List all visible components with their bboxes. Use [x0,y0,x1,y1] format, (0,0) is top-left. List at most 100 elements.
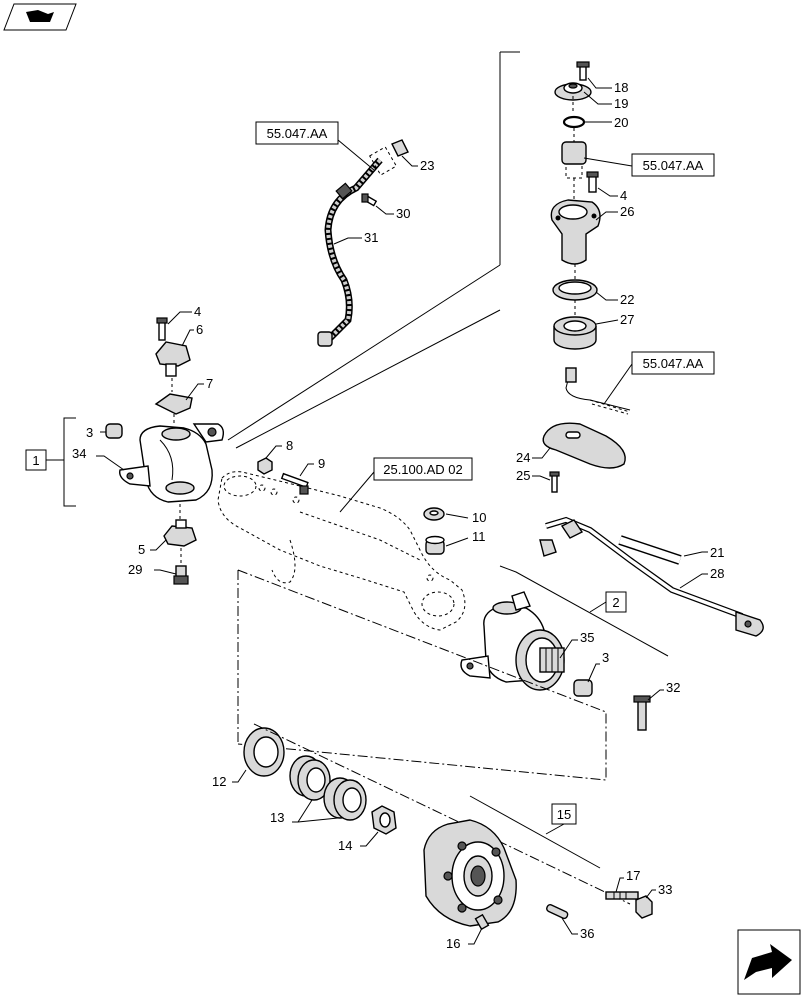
bolt-9 [280,472,309,495]
ref-box-axle[interactable]: 25.100.AD 02 [339,457,473,513]
ref-box-right-lower[interactable]: 55.047.AA [603,351,715,405]
label-30: 30 [375,205,410,221]
label-29: 29 [128,562,177,577]
label-24: 24 [516,447,551,465]
sensor-bracket-6 [155,341,191,377]
label-13: 13 [270,799,339,825]
svg-text:33: 33 [658,882,672,897]
svg-text:19: 19 [614,96,628,111]
svg-text:30: 30 [396,206,410,221]
clip-23 [391,139,409,157]
bushing-3-right [573,679,593,697]
sensor-housing-26 [550,199,601,265]
svg-text:27: 27 [620,312,634,327]
svg-text:2: 2 [612,595,619,610]
label-26: 26 [595,204,634,221]
hose-31 [317,146,397,347]
label-16: 16 [446,927,483,951]
axle-housing-ghost [217,471,466,631]
label-5: 5 [138,539,167,557]
centerline-knuckle [171,378,182,566]
nut-14 [371,805,397,835]
next-page-arrow-icon[interactable] [737,929,801,995]
label-33: 33 [645,882,672,899]
label-3-left: 3 [86,425,106,440]
label-21: 21 [683,545,724,560]
label-34: 34 [72,446,125,471]
label-23: 23 [401,155,434,173]
label-36: 36 [561,917,594,941]
svg-text:22: 22 [620,292,634,307]
svg-text:31: 31 [364,230,378,245]
bolt-30 [361,193,378,207]
label-28: 28 [679,566,724,589]
svg-text:26: 26 [620,204,634,219]
svg-text:14: 14 [338,838,352,853]
shim-7 [154,393,193,415]
svg-text:10: 10 [472,510,486,525]
centerline-hub [253,723,631,905]
bushing-3-left [105,423,123,439]
label-4-left: 4 [167,304,201,325]
stud-17 [605,891,639,900]
svg-text:13: 13 [270,810,284,825]
svg-text:34: 34 [72,446,86,461]
ref-box-top-left[interactable]: 55.047.AA [255,121,375,171]
svg-text:1: 1 [32,453,39,468]
label-19: 19 [583,91,628,111]
svg-text:12: 12 [212,774,226,789]
sensor-bolt-18 [576,61,590,81]
ref-box-right-upper[interactable]: 55.047.AA [583,153,715,177]
svg-text:36: 36 [580,926,594,941]
svg-text:18: 18 [614,80,628,95]
group-2-bracket [499,565,669,657]
label-4-upper: 4 [597,187,627,203]
sensor-plug [561,141,587,179]
label-20: 20 [584,115,628,130]
label-18: 18 [587,77,628,95]
bolt-4-upper [586,171,599,193]
label-35: 35 [559,630,594,659]
wheel-hub [423,819,517,927]
o-ring-20 [562,115,586,129]
svg-text:3: 3 [86,425,93,440]
label-8: 8 [265,438,293,459]
group-box-15: 15 [545,803,577,835]
svg-text:55.047.AA: 55.047.AA [643,356,704,371]
label-31: 31 [333,230,378,245]
svg-text:5: 5 [138,542,145,557]
screw-25 [549,471,560,493]
svg-text:28: 28 [710,566,724,581]
label-25: 25 [516,468,551,483]
svg-text:23: 23 [420,158,434,173]
svg-text:6: 6 [196,322,203,337]
pin-16 [474,913,490,931]
label-27: 27 [595,312,634,327]
svg-text:9: 9 [318,456,325,471]
svg-text:29: 29 [128,562,142,577]
sensor-cap-19 [554,82,592,101]
hose-21 [618,535,682,565]
svg-text:55.047.AA: 55.047.AA [267,126,328,141]
svg-text:3: 3 [602,650,609,665]
svg-text:15: 15 [557,807,571,822]
steering-knuckle-34 [119,423,225,503]
label-9: 9 [299,456,325,477]
label-3-right: 3 [587,650,609,683]
assembly-outline [237,569,607,781]
ball-joint-5 [163,519,197,547]
svg-text:25: 25 [516,468,530,483]
kit-leader-line-upper [227,264,501,441]
svg-text:8: 8 [286,438,293,453]
steering-tube-28 [539,516,764,637]
svg-text:16: 16 [446,936,460,951]
bearing-13b [323,777,367,821]
label-14: 14 [338,831,379,853]
washer-10 [423,507,445,521]
book-icon[interactable] [3,3,77,31]
svg-text:32: 32 [666,680,680,695]
kit-leader-line-lower [235,309,501,449]
svg-text:21: 21 [710,545,724,560]
label-22: 22 [595,291,634,307]
